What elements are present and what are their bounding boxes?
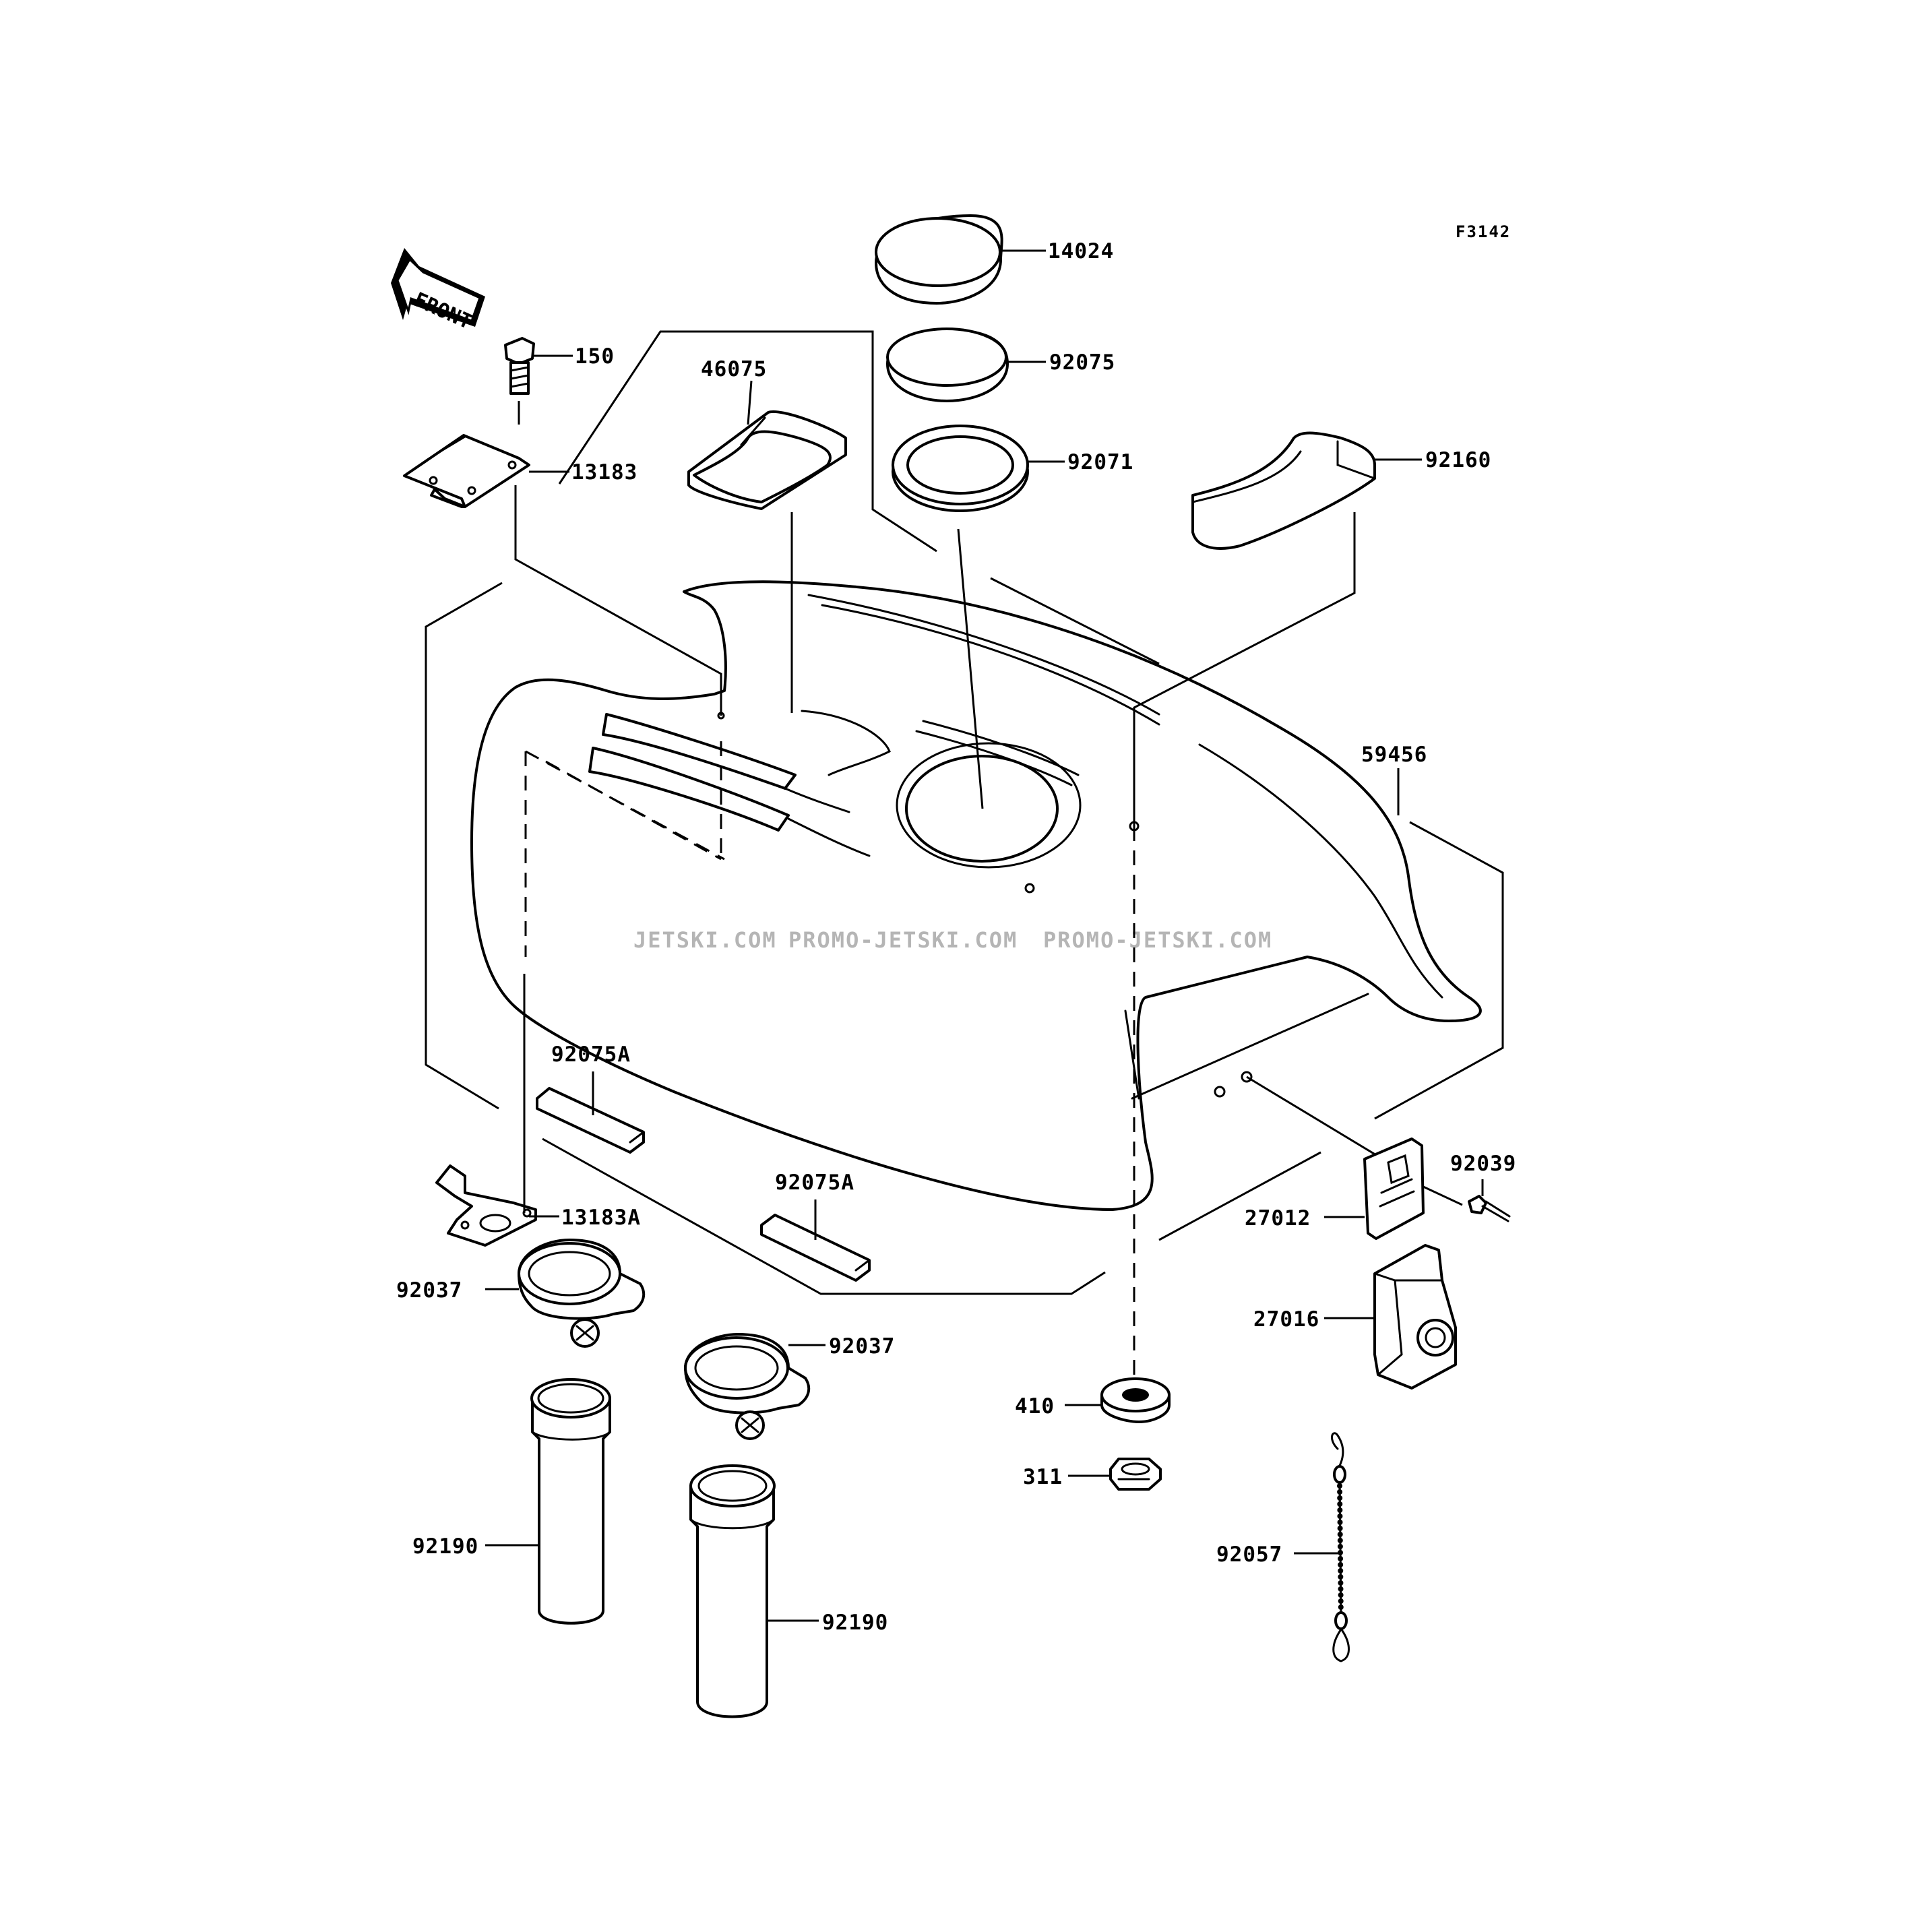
label-14024: 14024 xyxy=(1048,239,1114,263)
label-59456: 59456 xyxy=(1361,743,1427,767)
chain-bead xyxy=(1338,1586,1344,1592)
chain-bead xyxy=(1337,1501,1343,1507)
label-13183A: 13183A xyxy=(561,1206,641,1230)
part-311-nut: 311 xyxy=(1023,1458,1162,1491)
label-46075: 46075 xyxy=(701,357,767,381)
label-92057: 92057 xyxy=(1216,1543,1282,1567)
chain-bead xyxy=(1337,1489,1343,1495)
chain-bead xyxy=(1337,1538,1343,1543)
chain-bead xyxy=(1337,1495,1343,1501)
chain-bead xyxy=(1338,1592,1344,1598)
part-92037-clamp-1: 92037 xyxy=(396,1239,646,1348)
chain-bead xyxy=(1338,1574,1344,1580)
part-410-washer: 410 xyxy=(1015,826,1171,1423)
watermark-text-1: JETSKI.COM xyxy=(633,927,777,953)
label-92037-1: 92037 xyxy=(396,1278,462,1303)
chain-bead xyxy=(1337,1532,1343,1537)
label-92037-2: 92037 xyxy=(829,1334,895,1359)
part-27016-latch: 27016 xyxy=(1253,1244,1457,1390)
chain-bead xyxy=(1338,1556,1344,1561)
label-27012: 27012 xyxy=(1245,1206,1311,1230)
part-92160-pad: 92160 xyxy=(1133,431,1491,826)
front-direction-arrow-icon: FRONT xyxy=(391,248,485,334)
watermark: JETSKI.COM PROMO-JETSKI.COM PROMO-JETSKI… xyxy=(633,927,1272,953)
chain-bead xyxy=(1338,1580,1344,1586)
part-92190-pipe-2: 92190 xyxy=(689,1464,888,1718)
label-92075A-1: 92075A xyxy=(551,1042,631,1067)
label-13183: 13183 xyxy=(571,460,637,485)
chain-bead xyxy=(1338,1598,1344,1604)
part-92057-chain: 92057 xyxy=(1216,1432,1350,1662)
chain-bead xyxy=(1338,1604,1344,1610)
figure-number: F3142 xyxy=(1456,222,1511,241)
chain-bead xyxy=(1337,1514,1343,1519)
label-92190-1: 92190 xyxy=(412,1534,478,1559)
label-410: 410 xyxy=(1015,1394,1055,1419)
chain-bead xyxy=(1338,1562,1344,1567)
label-92071: 92071 xyxy=(1067,450,1133,474)
part-59456-label: 59456 xyxy=(1361,743,1427,815)
part-92037-clamp-2: 92037 xyxy=(684,1333,895,1440)
chain-bead xyxy=(1338,1568,1344,1573)
label-92075A-2: 92075A xyxy=(775,1171,854,1195)
watermark-text-2: PROMO-JETSKI.COM xyxy=(788,927,1018,953)
label-92190-2: 92190 xyxy=(822,1611,888,1635)
chain-bead xyxy=(1337,1544,1343,1549)
part-92075A-pad-2: 92075A xyxy=(760,1171,871,1282)
chain-bead xyxy=(1337,1483,1342,1489)
part-150-bolt: 150 xyxy=(504,337,615,425)
part-92190-pipe-1: 92190 xyxy=(412,1378,611,1625)
label-92160: 92160 xyxy=(1425,448,1491,472)
chain-bead xyxy=(1337,1507,1343,1513)
part-14024-cap: 14024 xyxy=(875,214,1114,305)
part-46075-cover: 46075 xyxy=(687,357,847,713)
chain-beads xyxy=(1337,1483,1344,1610)
watermark-text-3: PROMO-JETSKI.COM xyxy=(1043,927,1272,953)
label-311: 311 xyxy=(1023,1465,1063,1489)
part-92075-pad: 92075 xyxy=(886,328,1115,402)
label-92039: 92039 xyxy=(1450,1152,1516,1176)
label-150: 150 xyxy=(575,344,615,369)
part-92071-ring: 92071 xyxy=(892,425,1133,809)
chain-bead xyxy=(1337,1520,1343,1525)
part-13183-bracket: 13183 xyxy=(403,434,722,716)
part-92075A-pad-1: 92075A xyxy=(536,1042,645,1154)
label-27016: 27016 xyxy=(1253,1307,1319,1332)
hood-59456 xyxy=(470,580,1482,1211)
label-92075: 92075 xyxy=(1049,350,1115,375)
part-13183A-bracket: 13183A xyxy=(435,974,641,1247)
chain-bead xyxy=(1337,1526,1343,1531)
part-27012-catch: 27012 xyxy=(1245,1138,1463,1240)
